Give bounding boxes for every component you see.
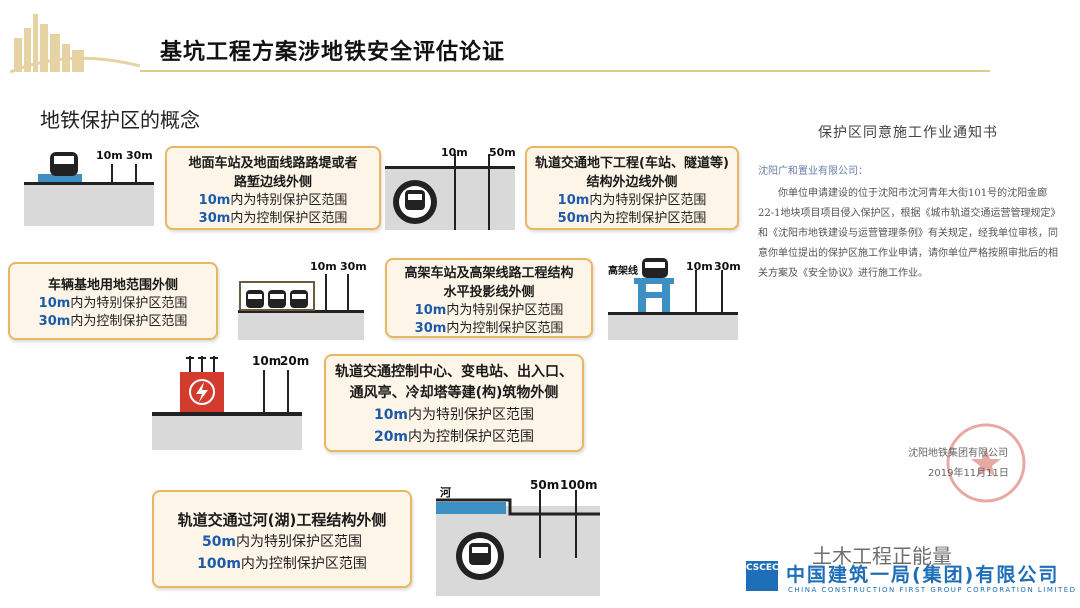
card-heading: 结构外边线外侧 bbox=[586, 175, 678, 190]
substation-icon bbox=[152, 356, 302, 450]
card-line: 50m内为特别保护区范围 bbox=[154, 531, 410, 553]
card-heading: 轨道交通过河(湖)工程结构外侧 bbox=[177, 511, 387, 529]
distance-label: 10m bbox=[441, 146, 468, 159]
range-text: 内为特别保护区范围 bbox=[589, 193, 707, 208]
range-text: 内为特别保护区范围 bbox=[446, 303, 564, 318]
diagram-substation: 10m 20m bbox=[152, 350, 309, 450]
range-text: 内为特别保护区范围 bbox=[236, 534, 363, 550]
section-title: 地铁保护区的概念 bbox=[40, 108, 200, 132]
company-name-en: CHINA CONSTRUCTION FIRST GROUP CORPORATI… bbox=[788, 586, 1077, 594]
card-heading: 轨道交通控制中心、变电站、出入口、 bbox=[335, 364, 573, 380]
card-heading: 水平投影线外侧 bbox=[443, 285, 535, 300]
card-line: 50m内为控制保护区范围 bbox=[527, 210, 737, 228]
notice-addressee: 沈阳广和置业有限公司： bbox=[758, 166, 868, 177]
card-heading: 通风亭、冷却塔等建(构)筑物外侧 bbox=[349, 385, 559, 401]
distance-label: 10m bbox=[686, 260, 713, 273]
diagram-ground-station: 10m 30m bbox=[24, 146, 154, 226]
card-elevated: 高架车站及高架线路工程结构 水平投影线外侧 10m内为特别保护区范围 30m内为… bbox=[385, 258, 593, 338]
distance-label: 20m bbox=[280, 354, 310, 368]
card-river-crossing: 轨道交通过河(湖)工程结构外侧 50m内为特别保护区范围 100m内为控制保护区… bbox=[152, 490, 412, 588]
underground-tunnel-icon bbox=[385, 154, 515, 230]
distance-value: 10m bbox=[557, 193, 590, 208]
distance-value: 10m bbox=[373, 407, 409, 423]
distance-value: 30m bbox=[38, 314, 71, 329]
card-line: 10m内为特别保护区范围 bbox=[10, 295, 216, 313]
diagram-depot: 10m 30m bbox=[238, 258, 367, 340]
distance-label: 100m bbox=[560, 478, 598, 492]
distance-value: 50m bbox=[557, 211, 590, 226]
card-line: 30m内为控制保护区范围 bbox=[10, 313, 216, 331]
range-text: 内为特别保护区范围 bbox=[230, 193, 348, 208]
distance-value: 10m bbox=[198, 193, 231, 208]
logo-mark-text: CSCEC bbox=[746, 563, 779, 573]
card-line: 30m内为控制保护区范围 bbox=[167, 210, 379, 228]
range-text: 内为控制保护区范围 bbox=[446, 321, 564, 336]
range-text: 内为控制保护区范围 bbox=[240, 556, 367, 572]
diagram-river-crossing: 河 50m 100m bbox=[436, 478, 600, 596]
river-tag: 河 bbox=[440, 486, 451, 499]
river-tunnel-icon bbox=[436, 490, 600, 596]
distance-label: 10m bbox=[310, 260, 337, 273]
ground-train-icon bbox=[24, 152, 154, 226]
distance-value: 10m bbox=[38, 296, 71, 311]
range-text: 内为特别保护区范围 bbox=[408, 407, 535, 423]
card-line: 30m内为控制保护区范围 bbox=[387, 320, 591, 338]
distance-value: 30m bbox=[414, 321, 447, 336]
distance-value: 20m bbox=[373, 429, 409, 445]
card-underground: 轨道交通地下工程(车站、隧道等) 结构外边线外侧 10m内为特别保护区范围 50… bbox=[525, 146, 739, 230]
elevated-tag: 高架线 bbox=[608, 266, 638, 277]
card-line: 100m内为控制保护区范围 bbox=[154, 553, 410, 575]
card-line: 10m内为特别保护区范围 bbox=[387, 302, 591, 320]
card-line: 10m内为特别保护区范围 bbox=[326, 404, 582, 426]
distance-value: 100m bbox=[197, 556, 241, 572]
approval-notice-document: 保护区同意施工作业通知书 沈阳广和置业有限公司： 你单位申请建设的位于沈阳市沈河… bbox=[748, 102, 1068, 542]
diagram-elevated: 高架线 10m 30m bbox=[608, 256, 741, 340]
skyline-logo-icon bbox=[10, 14, 140, 74]
notice-body: 你单位申请建设的位于沈阳市沈河青年大街101号的沈阳金廊22-1地块项目项目侵入… bbox=[758, 188, 1058, 279]
notice-title: 保护区同意施工作业通知书 bbox=[818, 125, 998, 141]
company-logo-icon: CSCEC bbox=[746, 561, 779, 591]
notice-date: 2019年11月11日 bbox=[928, 468, 1009, 479]
card-heading: 高架车站及高架线路工程结构 bbox=[404, 266, 574, 281]
range-text: 内为控制保护区范围 bbox=[408, 429, 535, 445]
distance-label: 10m bbox=[252, 354, 282, 368]
page-title: 基坑工程方案涉地铁安全评估论证 bbox=[160, 40, 506, 65]
range-text: 内为控制保护区范围 bbox=[70, 314, 188, 329]
card-ground-line: 地面车站及地面线路路堤或者 路堑边线外侧 10m内为特别保护区范围 30m内为控… bbox=[165, 146, 381, 230]
distance-value: 50m bbox=[201, 534, 237, 550]
official-seal-icon bbox=[946, 423, 1026, 503]
distance-label: 10m bbox=[96, 149, 123, 162]
distance-value: 10m bbox=[414, 303, 447, 318]
range-text: 内为控制保护区范围 bbox=[589, 211, 707, 226]
distance-label: 30m bbox=[714, 260, 741, 273]
card-line: 10m内为特别保护区范围 bbox=[167, 192, 379, 210]
notice-signer: 沈阳地铁集团有限公司 bbox=[908, 448, 1008, 459]
card-heading: 车辆基地用地范围外侧 bbox=[47, 278, 178, 293]
card-control-center: 轨道交通控制中心、变电站、出入口、 通风亭、冷却塔等建(构)筑物外侧 10m内为… bbox=[324, 354, 584, 452]
card-line: 10m内为特别保护区范围 bbox=[527, 192, 737, 210]
card-line: 20m内为控制保护区范围 bbox=[326, 426, 582, 448]
distance-label: 50m bbox=[530, 478, 560, 492]
distance-value: 30m bbox=[198, 211, 231, 226]
watermark-text: 土木工程正能量 bbox=[812, 544, 952, 568]
distance-label: 30m bbox=[126, 149, 153, 162]
card-heading: 轨道交通地下工程(车站、隧道等) bbox=[535, 156, 729, 171]
card-heading: 路堑边线外侧 bbox=[233, 175, 312, 190]
card-depot: 车辆基地用地范围外侧 10m内为特别保护区范围 30m内为控制保护区范围 bbox=[8, 262, 218, 340]
diagram-underground: 10m 50m bbox=[385, 146, 516, 230]
range-text: 内为特别保护区范围 bbox=[70, 296, 188, 311]
company-name-cn: 中国建筑一局(集团)有限公司 bbox=[786, 564, 1060, 586]
distance-label: 50m bbox=[489, 146, 516, 159]
elevated-train-icon bbox=[608, 258, 738, 340]
card-heading: 地面车站及地面线路路堤或者 bbox=[188, 156, 358, 171]
title-divider bbox=[140, 70, 990, 72]
depot-trains-icon bbox=[238, 274, 364, 340]
distance-label: 30m bbox=[340, 260, 367, 273]
range-text: 内为控制保护区范围 bbox=[230, 211, 348, 226]
